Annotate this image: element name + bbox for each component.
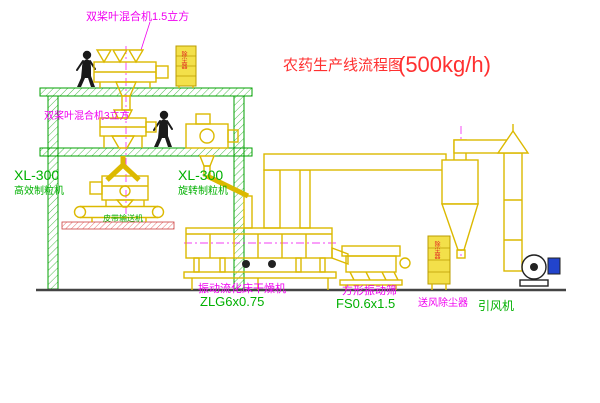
red-hatched-platform (61, 221, 175, 230)
label-granulator-right-model: XL-300 (178, 167, 223, 183)
rotary-granulator-motor (227, 129, 239, 143)
paddle-mixer-mid (99, 109, 157, 182)
cyclone-separator (441, 139, 511, 259)
efficient-granulator (89, 175, 149, 208)
label-dryer-name: 振动流化床干燥机 (198, 281, 286, 295)
cabinet-right-text: 除尘器 (433, 240, 440, 260)
induced-draft-fan (519, 254, 561, 287)
label-belt-conveyor: 皮带输送机 (103, 213, 143, 223)
stack-cap (496, 129, 530, 154)
vibration-motor-2 (268, 260, 276, 268)
exhaust-ducting (263, 153, 447, 229)
vibration-motor-1 (242, 260, 250, 268)
granulator-motor (89, 181, 103, 195)
main-horizontal-duct (263, 153, 447, 171)
label-screen-name: 方形振动筛 (342, 283, 397, 297)
y-chute-left (105, 163, 125, 182)
label-screen-model: FS0.6x1.5 (336, 296, 395, 311)
dust-collector-cabinet-right: 除尘器 (427, 235, 451, 290)
label-granulator-right-name: 旋转制粒机 (178, 184, 228, 197)
rotary-granulator (185, 113, 253, 229)
diagram-title: 农药生产线流程图 (283, 57, 403, 74)
mixer-top-motor (155, 65, 169, 79)
feed-pipe-vertical (243, 195, 253, 229)
dryer-riser-duct-2 (299, 169, 311, 229)
label-granulator-left-name: 高效制粒机 (14, 184, 64, 197)
paddle-mixer-top (93, 49, 169, 111)
screen-motor (399, 257, 411, 269)
vibrating-screen (339, 245, 411, 290)
fluid-bed-dryer (183, 227, 349, 290)
dust-collector-cabinet-top: 除尘器 (175, 45, 197, 88)
label-dust-collector: 送风除尘器 (418, 296, 468, 309)
label-mixer-top: 双桨叶混合机1.5立方 (86, 9, 189, 23)
label-fan: 引风机 (478, 299, 514, 313)
diagram-title-capacity: (500kg/h) (398, 52, 491, 77)
worker-figure-1 (76, 49, 96, 88)
y-chute-right (121, 163, 141, 182)
mixer-mid-motor (145, 121, 157, 133)
dryer-riser-duct-1 (263, 169, 281, 229)
label-mixer-mid: 双桨叶混合机3立方 (44, 109, 130, 122)
label-leader-line (140, 21, 151, 51)
label-dryer-model: ZLG6x0.75 (200, 294, 264, 309)
fan-motor (547, 257, 561, 275)
label-granulator-left-model: XL-300 (14, 167, 59, 183)
belt-conveyor (73, 205, 165, 222)
feed-pipe-diagonal (205, 173, 250, 199)
cabinet-top-text: 除尘器 (180, 50, 187, 70)
exhaust-stack (496, 124, 530, 272)
